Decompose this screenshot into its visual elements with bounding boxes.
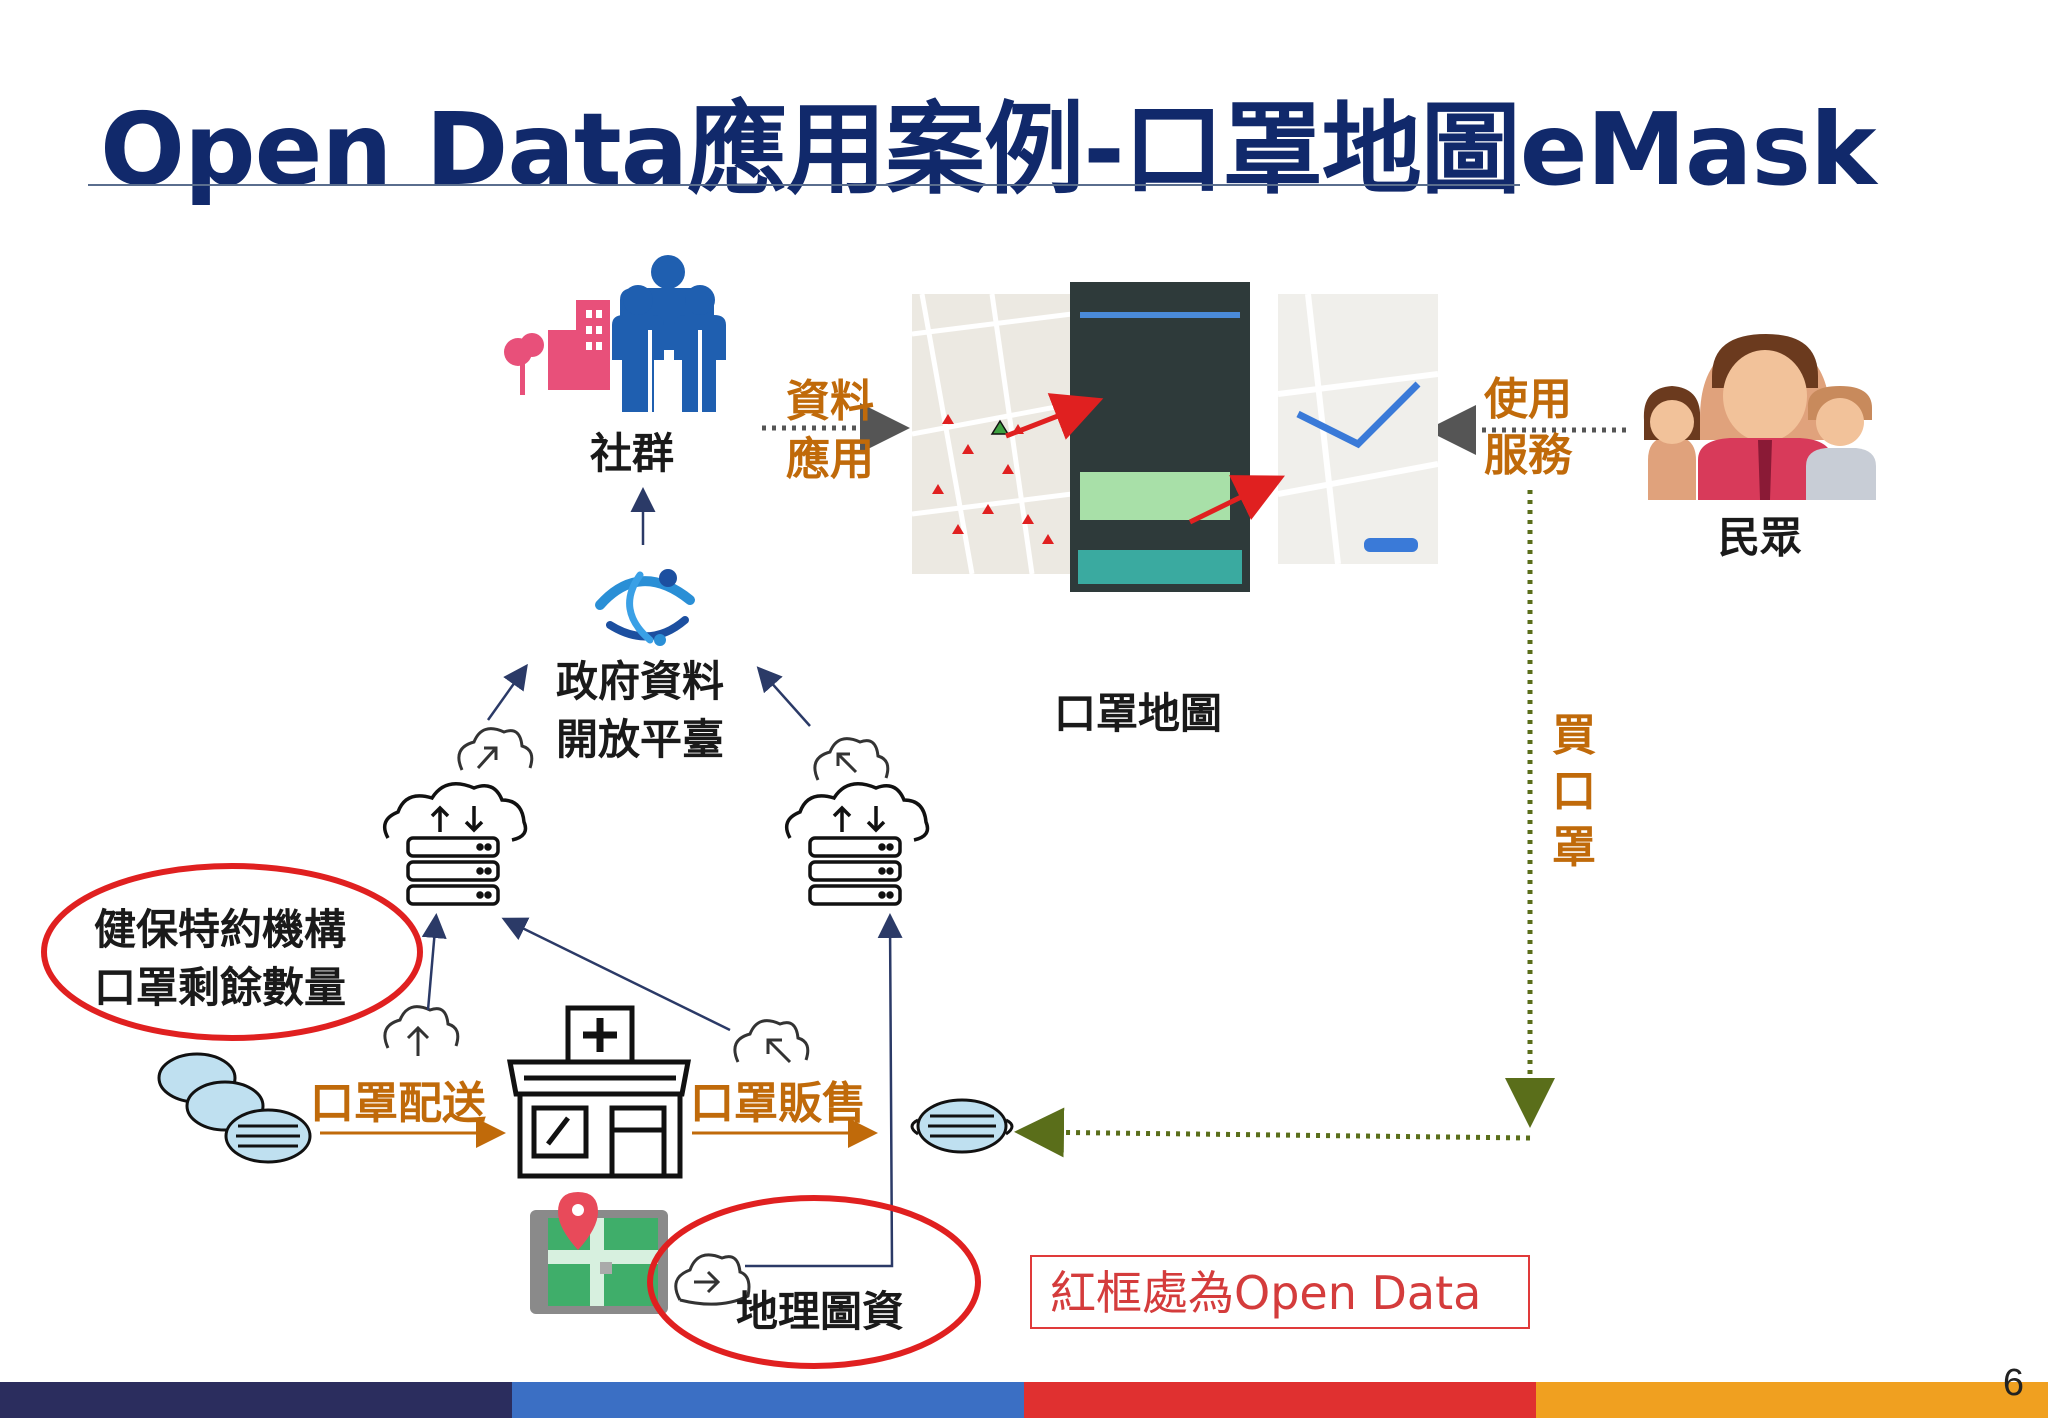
family-icon [1643, 334, 1876, 500]
cloud-upload-icon [813, 737, 890, 781]
geo-data-label: 地理圖資 [736, 1287, 905, 1336]
opendata-highlight-nhi [41, 863, 423, 1041]
note-text: 紅框處為Open Data [1050, 1266, 1482, 1320]
note-box: 紅框處為Open Data [1030, 1255, 1530, 1329]
map-pin-icon [530, 1192, 668, 1314]
public-label: 民眾 [1718, 513, 1803, 562]
nhi-label-2: 口罩剩餘數量 [94, 963, 347, 1012]
cloud-server-icon [784, 782, 930, 906]
footer-segment [512, 1382, 1024, 1418]
footer-segment [1024, 1382, 1536, 1418]
arrow-geo-to-right-server [745, 913, 903, 1268]
slide-title: Open Data應用案例-口罩地圖eMask [100, 91, 1877, 208]
platform-label-2: 開放平臺 [556, 715, 725, 764]
map-thumbnail [912, 294, 1072, 574]
cloud-upload-icon [383, 1005, 460, 1056]
map-screenshot-1 [912, 294, 1072, 574]
arrow-store-to-left-server [501, 917, 731, 1032]
open-data-platform-icon [595, 569, 695, 646]
map-screenshot-3 [1278, 294, 1438, 564]
nhi-label-1: 健保特約機構 [94, 905, 347, 954]
data-app-label-1: 資料 [786, 376, 874, 427]
footer-segment [1536, 1382, 2048, 1418]
footer-color-bar [0, 1382, 2048, 1418]
arrow-upload-to-left-server [421, 913, 447, 1011]
arrow-right-cloud-to-platform [756, 666, 811, 727]
use-service-label-1: 使用 [1484, 374, 1572, 425]
community-label: 社群 [590, 429, 675, 478]
cloud-server-icon [382, 782, 528, 906]
buy-mask-char-1: 買 [1552, 710, 1596, 761]
title-underline [88, 184, 1520, 186]
face-mask-icon [157, 1052, 312, 1164]
route-thumbnail [1278, 294, 1438, 564]
cloud-upload-icon [457, 727, 534, 771]
buy-mask-char-2: 口 [1552, 766, 1596, 817]
cloud-upload-icon [733, 1019, 810, 1064]
red-arrow-2 [1188, 475, 1285, 525]
arrow-buy-mask-left [1014, 1107, 1531, 1158]
building-people-icon [504, 255, 726, 412]
mask-delivery-label: 口罩配送 [310, 1078, 486, 1129]
page-number: 6 [2002, 1362, 2024, 1404]
mask-map-label: 口罩地圖 [1054, 689, 1223, 738]
opendata-highlight-geo [647, 1195, 981, 1369]
red-arrow-1 [1005, 393, 1104, 440]
footer-segment [0, 1382, 512, 1418]
platform-label-1: 政府資料 [556, 657, 725, 706]
use-service-label-2: 服務 [1484, 430, 1572, 481]
data-app-label-2: 應用 [786, 434, 874, 485]
face-mask-icon [910, 1098, 1014, 1154]
buy-mask-char-3: 罩 [1552, 822, 1596, 873]
mask-sales-label: 口罩販售 [690, 1078, 866, 1129]
cloud-upload-icon [674, 1253, 751, 1306]
pharmacy-store-icon [506, 1005, 692, 1179]
arrow-left-cloud-to-platform [486, 663, 528, 721]
